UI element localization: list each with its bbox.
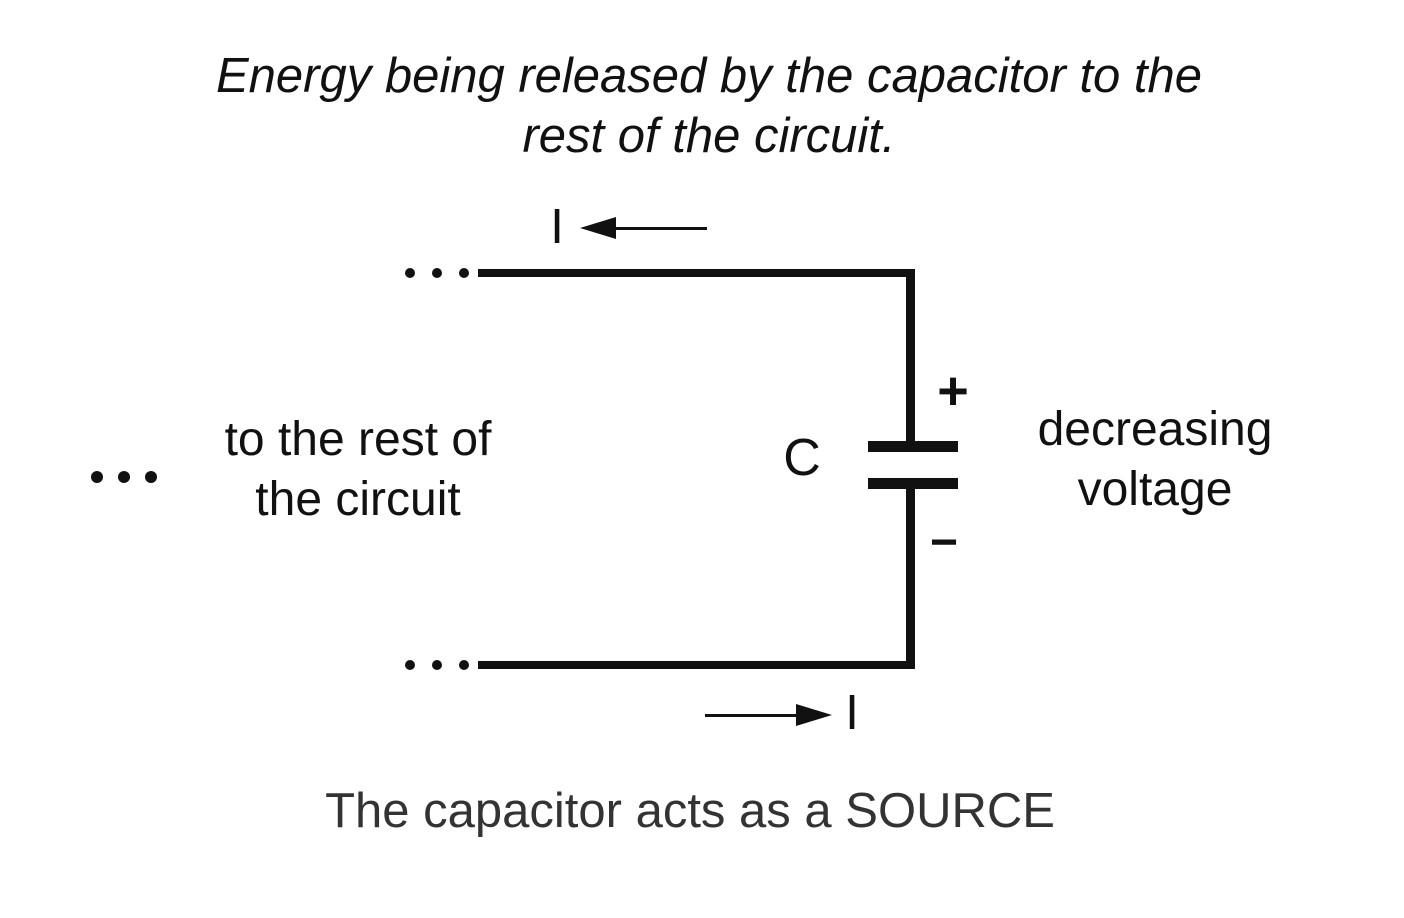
figure-title: Energy being released by the capacitor t… [216, 46, 1202, 166]
wire-right-lower [906, 487, 915, 669]
wire-top [478, 269, 915, 277]
current-arrow-left-icon [580, 217, 707, 239]
wire-bottom [478, 661, 915, 669]
continuation-dots-bottom-icon [405, 660, 469, 670]
arrowhead-left-icon [580, 217, 616, 239]
continuation-dots-top-icon [405, 268, 469, 278]
current-label-top: I [550, 200, 564, 254]
left-label-line1: to the rest of [224, 413, 492, 466]
current-label-bottom: I [845, 686, 859, 740]
arrowhead-right-icon [796, 704, 832, 726]
capacitor-label: C [783, 429, 821, 487]
left-label-line2: the circuit [255, 473, 461, 526]
continuation-dots-left-icon [91, 471, 157, 483]
figure-title-line2: rest of the circuit. [522, 109, 896, 163]
arrow-shaft [610, 226, 707, 230]
current-arrow-right-icon [705, 704, 832, 726]
figure-caption: The capacitor acts as a SOURCE [325, 784, 1055, 838]
positive-terminal-sign: + [937, 361, 969, 421]
right-label: decreasing voltage [1038, 400, 1273, 520]
wire-right-upper [906, 269, 915, 446]
capacitor-plate-top [868, 441, 958, 452]
right-label-line1: decreasing [1037, 403, 1273, 456]
negative-terminal-sign: − [929, 515, 959, 569]
arrow-shaft [705, 713, 802, 717]
figure-title-line1: Energy being released by the capacitor t… [215, 49, 1203, 103]
left-label: to the rest of the circuit [225, 410, 492, 530]
right-label-line2: voltage [1077, 463, 1233, 516]
capacitor-plate-bottom [868, 478, 958, 489]
